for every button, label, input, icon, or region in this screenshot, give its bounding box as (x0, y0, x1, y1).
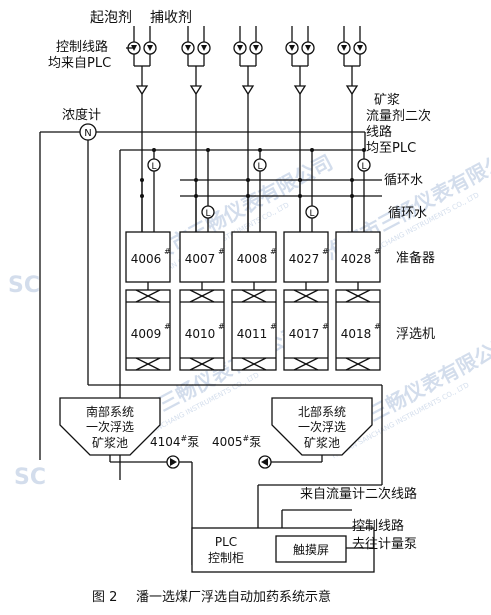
flotation-cell-number: 4010 (185, 327, 216, 341)
conditioner-label: 准备器 (396, 250, 435, 266)
figure-number: 图 2 (92, 590, 117, 605)
collector-label: 捕收剂 (150, 10, 192, 26)
density-meter-label: 浓度计 (62, 107, 101, 123)
conditioner-number: 4008 (237, 252, 268, 266)
north-tank-label-2: 一次浮选 (298, 420, 346, 434)
dosing-pump-pair (337, 26, 367, 232)
plc-box-label-1: PLC (215, 535, 237, 549)
south-slurry-tank: 南部系统 一次浮选 矿浆池 (59, 397, 161, 456)
flotation-cell-number: 4018 (341, 327, 372, 341)
conditioner-unit: 4027# L (283, 148, 329, 283)
flow-meter-symbol: L (151, 162, 156, 172)
funnel-icon (189, 85, 203, 96)
flotation-cell-number: 4009 (131, 327, 162, 341)
flotation-cell: 4010# (179, 282, 225, 371)
density-meter-symbol: N (84, 128, 91, 139)
process-units: 4006#L4007#L4008#L4027#L4028#L4009#4010#… (125, 148, 381, 371)
conditioner-mark: # (322, 247, 329, 256)
conditioner-unit: 4007# L (179, 148, 225, 283)
funnel-icon (345, 85, 359, 96)
flotation-cell: 4018# (335, 282, 381, 371)
flotation-cell-mark: # (374, 322, 381, 331)
south-tank-label-2: 一次浮选 (86, 420, 134, 434)
flotation-cell-mark: # (270, 322, 277, 331)
flotation-cell-mark: # (164, 322, 171, 331)
conditioner-number: 4006 (131, 252, 162, 266)
plc-cabinet: PLC 控制柜 触摸屏 (191, 527, 375, 573)
north-tank-label-1: 北部系统 (298, 404, 346, 419)
dosing-pump-groups (126, 26, 367, 232)
circulating-water-label-1: 循环水 (384, 173, 423, 188)
flotation-cell: 4011# (231, 282, 277, 371)
flotation-cell: 4017# (283, 282, 329, 371)
flotation-cell-number: 4011 (237, 327, 268, 341)
conditioner-unit: 4006# L (125, 148, 171, 283)
slurry-label-1: 矿浆 (374, 93, 400, 108)
ctrl-line-label-2: 去往计量泵 (352, 537, 417, 552)
flotation-cell-mark: # (322, 322, 329, 331)
flotation-cell: 4009# (125, 282, 171, 371)
figure-caption: 潘一选煤厂浮选自动加药系统示意 (136, 589, 331, 605)
conditioner-mark: # (374, 247, 381, 256)
flowmeter-line-label: 来自流量计二次线路 (300, 486, 417, 502)
south-tank-label-3: 矿浆池 (92, 435, 128, 450)
north-slurry-tank: 北部系统 一次浮选 矿浆池 (271, 397, 373, 456)
dosing-pump-pair (127, 26, 157, 232)
flow-meter-icon (305, 205, 319, 219)
funnel-icon (293, 85, 307, 96)
flotation-label: 浮选机 (396, 327, 435, 342)
plc-line-label: 控制线路 (56, 39, 108, 55)
north-tank-label-3: 矿浆池 (304, 435, 340, 450)
plc-box-label-2: 控制柜 (208, 551, 244, 565)
density-meter: N 浓度计 (62, 107, 101, 141)
circulating-water-label-2: 循环水 (388, 206, 427, 221)
touchscreen (275, 535, 347, 563)
conditioner-number: 4028 (341, 252, 372, 266)
touchscreen-label: 触摸屏 (293, 543, 329, 557)
watermark-logo: SC (8, 273, 40, 298)
flow-meter-symbol: L (361, 162, 366, 172)
conditioner-unit: 4028# L (335, 148, 381, 283)
south-pump-label: 4104#泵 (150, 434, 199, 449)
north-pump: 4005#泵 (212, 434, 272, 469)
conditioner-unit: 4008# L (231, 148, 277, 283)
flow-meter-icon (253, 158, 267, 172)
dosing-pump-pair (285, 26, 315, 232)
south-pump: 4104#泵 (150, 434, 199, 469)
flow-meter-symbol: L (309, 209, 314, 219)
flow-meter-symbol: L (205, 209, 210, 219)
conditioner-number: 4007 (185, 252, 216, 266)
slurry-label-4: 均至PLC (366, 141, 416, 156)
funnel-icon (241, 85, 255, 96)
ctrl-line-label-1: 控制线路 (352, 518, 404, 534)
flow-meter-icon (357, 158, 371, 172)
plc-line-label-2: 均来自PLC (48, 56, 111, 71)
funnel-icon (135, 85, 149, 96)
conditioner-mark: # (270, 247, 277, 256)
frother-label: 起泡剂 (90, 10, 132, 26)
flow-meter-icon (201, 205, 215, 219)
conditioner-number: 4027 (289, 252, 320, 266)
conditioner-mark: # (218, 247, 225, 256)
slurry-label-2: 流量剂二次 (366, 108, 431, 124)
flow-meter-icon (147, 158, 161, 172)
conditioner-mark: # (164, 247, 171, 256)
flotation-cell-number: 4017 (289, 327, 320, 341)
slurry-label-3: 线路 (366, 124, 392, 140)
watermark-logo: SC (14, 465, 46, 490)
north-pump-label: 4005#泵 (212, 434, 261, 449)
flotation-cell-mark: # (218, 322, 225, 331)
south-tank-label-1: 南部系统 (86, 404, 134, 419)
flow-meter-symbol: L (257, 162, 262, 172)
